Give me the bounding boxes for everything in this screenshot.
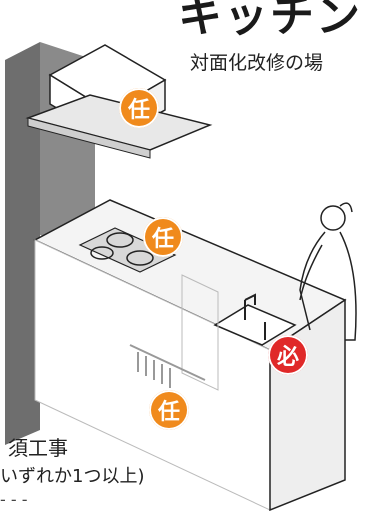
wall-column: [5, 42, 40, 445]
burner: [126, 250, 154, 266]
glass-panel: [181, 274, 219, 391]
optional-badge-hood: 任: [119, 88, 159, 128]
burner: [106, 232, 134, 248]
sink: [213, 304, 297, 346]
person-arm: [299, 244, 323, 301]
burner: [90, 246, 114, 260]
page-title: キッチン: [178, 0, 362, 42]
optional-badge-dishwasher: 任: [149, 390, 189, 430]
legend-required-note: 須工事: [8, 436, 68, 460]
range-hood-shelf-edge: [27, 117, 151, 159]
required-badge-sink: 必: [268, 335, 308, 375]
dish-rack: [129, 344, 206, 388]
faucet: [244, 293, 256, 320]
person-head: [320, 205, 346, 231]
person-hair: [339, 202, 353, 213]
page-subtitle: 対面化改修の場: [190, 52, 324, 74]
legend-optional-note: いずれか1つ以上): [0, 466, 145, 487]
person-body: [299, 231, 357, 341]
optional-badge-stove: 任: [143, 217, 183, 257]
legend-footnote: - - -: [0, 490, 28, 509]
